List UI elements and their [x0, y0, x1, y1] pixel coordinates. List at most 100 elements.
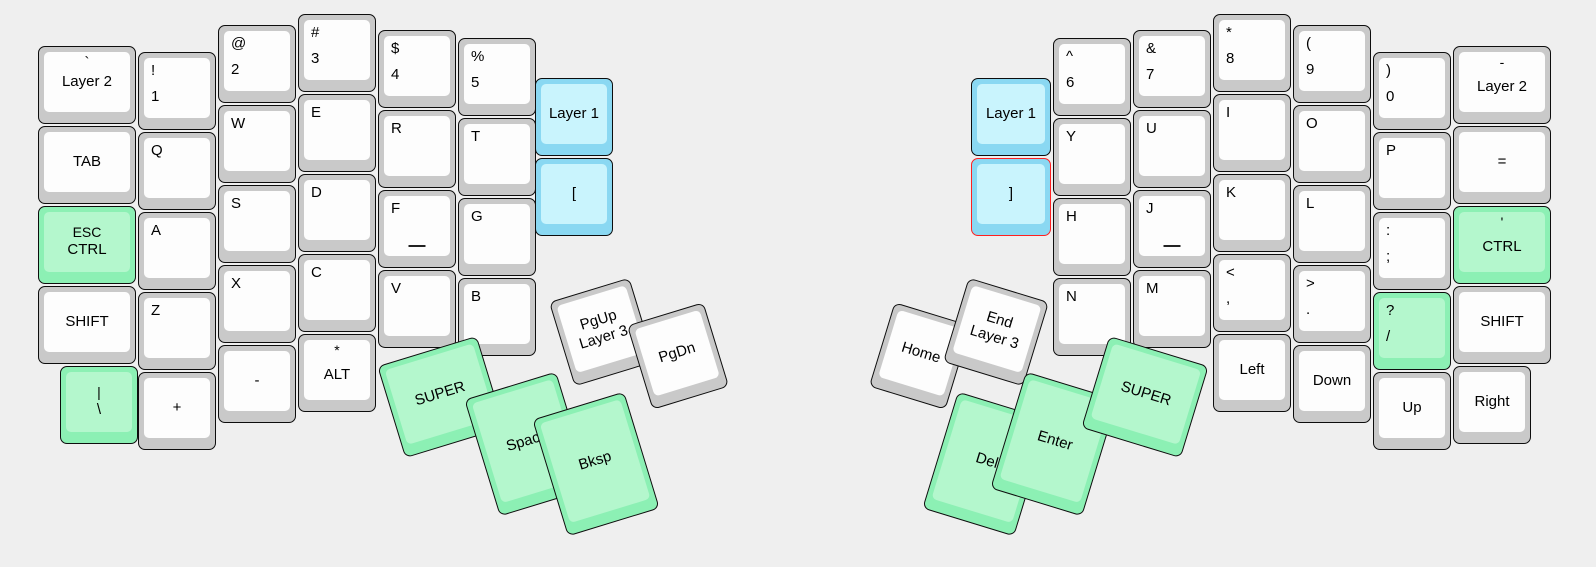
- key-r-c4-r4[interactable]: <,: [1213, 254, 1291, 332]
- key-legend-bottom: ,: [1226, 290, 1231, 307]
- keycap: H: [1059, 204, 1125, 264]
- key-r-c6-r1[interactable]: )0: [1373, 52, 1451, 130]
- key-legend-bottom: \: [96, 401, 102, 419]
- key-r-c4-r3[interactable]: K: [1213, 174, 1291, 252]
- keycap: Left: [1219, 340, 1285, 400]
- key-l-c3-r2[interactable]: W: [218, 105, 296, 183]
- key-r-c7-r4[interactable]: SHIFT: [1453, 286, 1551, 364]
- key-r-c1-r1[interactable]: Layer 1: [971, 78, 1051, 156]
- key-legend-top: A: [151, 222, 162, 239]
- key-r-c4-r1[interactable]: *8: [1213, 14, 1291, 92]
- key-legend-top: `: [84, 54, 90, 71]
- key-l-c4-r1[interactable]: #3: [298, 14, 376, 92]
- key-legend-top: Q: [151, 142, 163, 159]
- key-l-c3-r3[interactable]: S: [218, 185, 296, 263]
- key-l-c1-r4[interactable]: SHIFT: [38, 286, 136, 364]
- key-l-c1-r5[interactable]: |\: [60, 366, 138, 444]
- keycap: )0: [1379, 58, 1445, 118]
- key-l-c2-r5[interactable]: +: [138, 372, 216, 450]
- key-legend-bottom: CTRL: [67, 241, 107, 259]
- keycap: =: [1459, 132, 1545, 192]
- key-legend-top: L: [1306, 195, 1315, 212]
- key-l-c5-r4[interactable]: V: [378, 270, 456, 348]
- key-r-c2-r3[interactable]: H: [1053, 198, 1131, 276]
- key-legend-top: -: [1499, 54, 1505, 70]
- key-l-c2-r3[interactable]: A: [138, 212, 216, 290]
- key-legend-bottom: ;: [1386, 248, 1391, 265]
- key-l-c5-r3[interactable]: F: [378, 190, 456, 268]
- key-r-c3-r2[interactable]: U: [1133, 110, 1211, 188]
- keycap: ^6: [1059, 44, 1125, 104]
- key-r-c3-r4[interactable]: M: [1133, 270, 1211, 348]
- key-l-c4-r3[interactable]: D: [298, 174, 376, 252]
- key-l-c7-r1[interactable]: Layer 1: [535, 78, 613, 156]
- key-r-c3-r3[interactable]: J: [1133, 190, 1211, 268]
- key-legend-bottom: PgDn: [656, 338, 698, 367]
- key-l-c3-r1[interactable]: @2: [218, 25, 296, 103]
- key-r-c5-r4[interactable]: >.: [1293, 265, 1371, 343]
- key-r-c4-r2[interactable]: I: [1213, 94, 1291, 172]
- key-r-c6-r3[interactable]: :;: [1373, 212, 1451, 290]
- keycap: #3: [304, 20, 370, 80]
- key-legend-top: K: [1226, 184, 1237, 201]
- key-l-c2-r4[interactable]: Z: [138, 292, 216, 370]
- key-legend-top: !: [151, 62, 156, 79]
- key-l-c6-r1[interactable]: %5: [458, 38, 536, 116]
- key-r-c5-r2[interactable]: O: [1293, 105, 1371, 183]
- key-legend-bottom: .: [1306, 301, 1311, 318]
- key-r-c5-r1[interactable]: (9: [1293, 25, 1371, 103]
- key-legend-top: ': [1500, 214, 1504, 230]
- key-r-c7-r2[interactable]: =: [1453, 126, 1551, 204]
- key-l-c1-r2[interactable]: TAB: [38, 126, 136, 204]
- key-legend-bottom: 5: [471, 74, 480, 91]
- key-l-c3-r4[interactable]: X: [218, 265, 296, 343]
- key-l-c6-r2[interactable]: T: [458, 118, 536, 196]
- keycap: Bksp: [539, 399, 651, 524]
- thumb-key-l-t5[interactable]: Bksp: [532, 391, 660, 537]
- key-r-c6-r5[interactable]: Up: [1373, 372, 1451, 450]
- key-r-c7-r5[interactable]: Right: [1453, 366, 1531, 444]
- key-r-c5-r3[interactable]: L: [1293, 185, 1371, 263]
- key-r-c2-r2[interactable]: Y: [1053, 118, 1131, 196]
- keycap: U: [1139, 116, 1205, 176]
- keycap: *8: [1219, 20, 1285, 80]
- key-legend-top: U: [1146, 120, 1157, 137]
- key-r-c3-r1[interactable]: &7: [1133, 30, 1211, 108]
- key-r-c6-r2[interactable]: P: [1373, 132, 1451, 210]
- key-l-c1-r1[interactable]: `Layer 2: [38, 46, 136, 124]
- key-r-c7-r1[interactable]: -Layer 2: [1453, 46, 1551, 124]
- key-legend-top: #: [311, 24, 320, 41]
- key-legend-top: I: [1226, 104, 1231, 121]
- key-legend-bottom: SUPER: [1118, 377, 1174, 410]
- thumb-key-l-t3[interactable]: PgDn: [626, 302, 730, 410]
- key-l-c4-r2[interactable]: E: [298, 94, 376, 172]
- keycap: X: [224, 271, 290, 331]
- key-r-c6-r4[interactable]: ?/: [1373, 292, 1451, 370]
- keycap: (9: [1299, 31, 1365, 91]
- key-l-c5-r2[interactable]: R: [378, 110, 456, 188]
- key-r-c5-r5[interactable]: Down: [1293, 345, 1371, 423]
- key-legend-top: :: [1386, 222, 1391, 239]
- key-l-c2-r2[interactable]: Q: [138, 132, 216, 210]
- key-r-c2-r4[interactable]: N: [1053, 278, 1131, 356]
- key-legend-top: O: [1306, 115, 1318, 132]
- key-legend-top: ?: [1386, 302, 1395, 319]
- key-l-c6-r3[interactable]: G: [458, 198, 536, 276]
- key-r-c4-r5[interactable]: Left: [1213, 334, 1291, 412]
- key-r-c2-r1[interactable]: ^6: [1053, 38, 1131, 116]
- key-l-c4-r5[interactable]: *ALT: [298, 334, 376, 412]
- key-r-c1-r2[interactable]: ]: [971, 158, 1051, 236]
- key-l-c2-r1[interactable]: !1: [138, 52, 216, 130]
- key-legend-bottom: 2: [231, 61, 240, 78]
- key-l-c3-r5[interactable]: -: [218, 345, 296, 423]
- key-legend-top: P: [1386, 142, 1397, 159]
- key-l-c4-r4[interactable]: C: [298, 254, 376, 332]
- key-l-c5-r1[interactable]: $4: [378, 30, 456, 108]
- keycap: <,: [1219, 260, 1285, 320]
- key-l-c7-r2[interactable]: [: [535, 158, 613, 236]
- keycap: `Layer 2: [44, 52, 130, 112]
- key-r-c7-r3[interactable]: 'CTRL: [1453, 206, 1551, 284]
